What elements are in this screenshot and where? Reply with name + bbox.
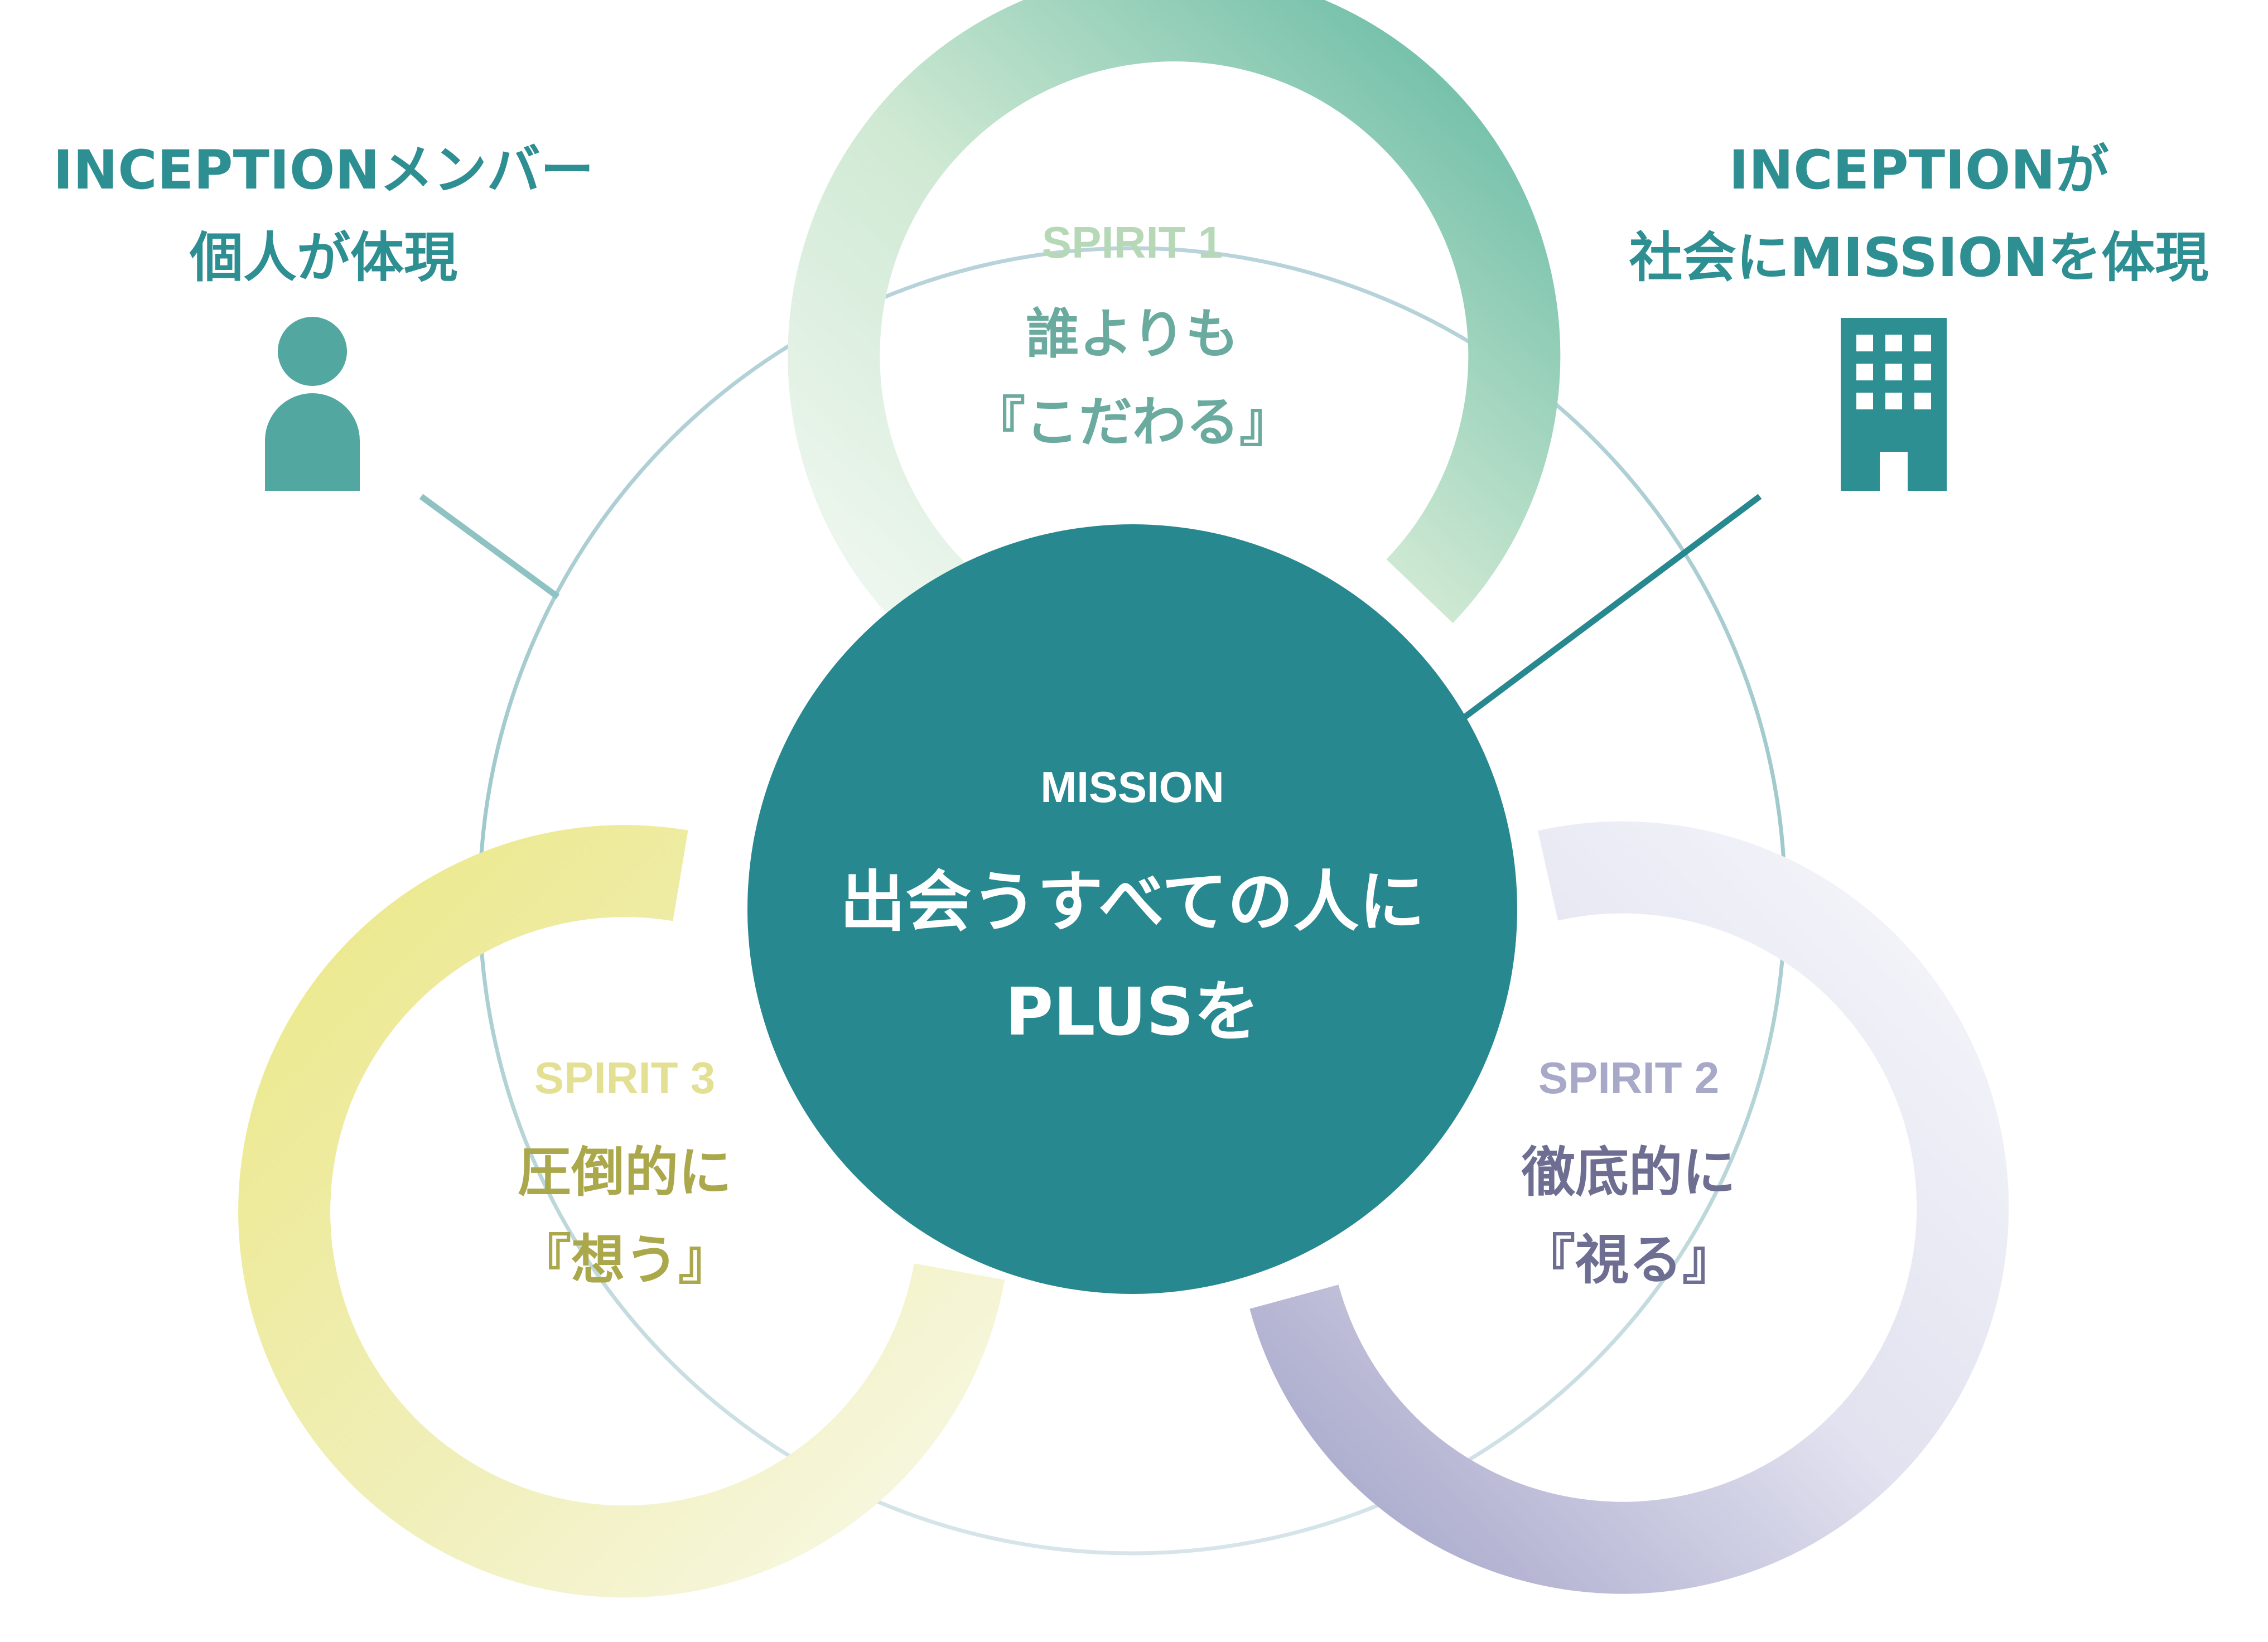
spirit-1-line-1: 誰よりも [1026, 303, 1239, 365]
spirit-1-line-2: 『こだわる』 [972, 391, 1293, 453]
mission-line-1: 出会うすべての人に [839, 863, 1425, 940]
spirit-1-ring [788, 0, 1561, 658]
mission-line-2: PLUSを [1005, 973, 1260, 1050]
spirit-3-ring [238, 825, 1005, 1598]
spirit-2-line-2: 『視る』 [1522, 1229, 1736, 1291]
right-label-line-2: 社会にMISSIONを体現 [1629, 226, 2209, 289]
spirit-3-line-2: 『想う』 [518, 1229, 732, 1291]
spirit-3-tag: SPIRIT 3 [534, 1053, 716, 1103]
spirit-2-tag: SPIRIT 2 [1538, 1053, 1720, 1103]
spirit-2-ring [1249, 821, 2009, 1594]
right-label-line-1: INCEPTIONが [1729, 139, 2109, 201]
right-connector-line [1459, 494, 1762, 722]
person-icon [265, 317, 360, 491]
mission-circle [747, 524, 1517, 1294]
left-connector-line [419, 494, 560, 600]
spirit-1-tag: SPIRIT 1 [1042, 218, 1223, 267]
spirit-3-line-1: 圧倒的に [518, 1141, 732, 1204]
building-icon [1841, 318, 1947, 491]
mission-tag: MISSION [1040, 762, 1224, 812]
spirit-2-line-1: 徹底的に [1521, 1141, 1736, 1204]
left-label-line-2: 個人が体現 [189, 226, 457, 289]
left-label-line-1: INCEPTIONメンバー [53, 139, 594, 201]
